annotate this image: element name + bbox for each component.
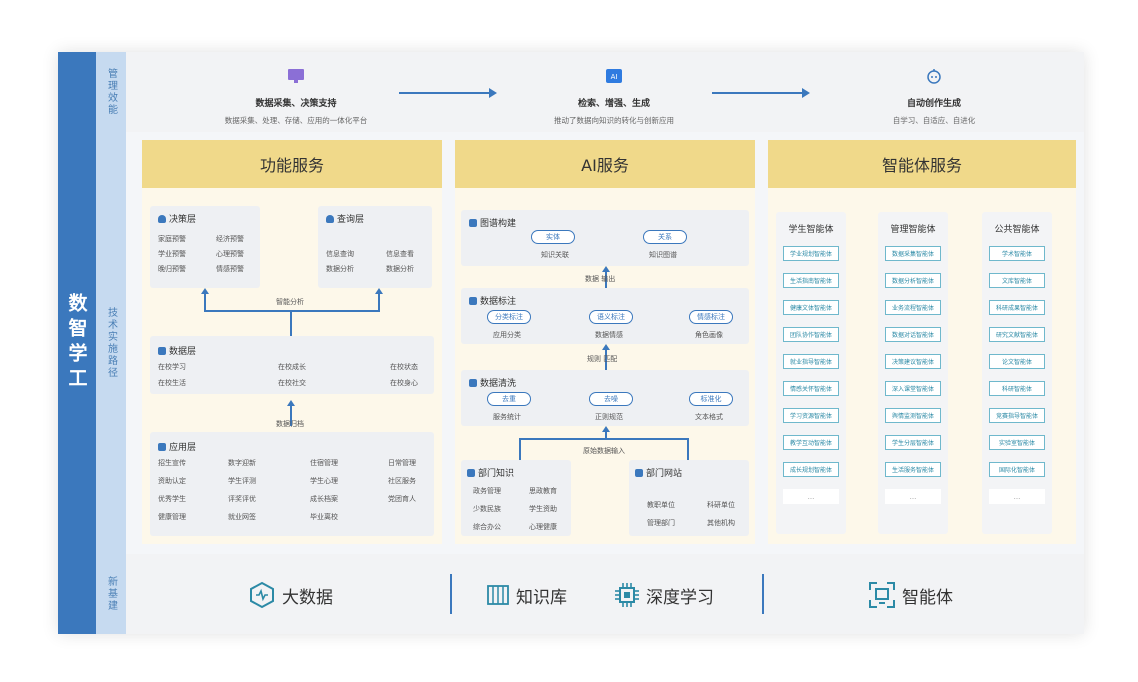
pulse-hexagon-icon [250, 581, 274, 609]
agent-item[interactable]: 竞赛指导智能体 [989, 408, 1045, 423]
agent-item[interactable]: 业务流程智能体 [885, 300, 941, 315]
grid-icon [635, 468, 643, 477]
agent-item[interactable]: 团队协作智能体 [783, 327, 839, 342]
agent-group-title: 管理智能体 [890, 225, 936, 235]
connector-ai-3 [602, 426, 610, 438]
connector-ai-horizontal [519, 438, 689, 440]
data-cleaning-box: 数据清洗 去重 去噪 标准化 服务统计 正则规范 文本格式 [461, 370, 749, 426]
left-title: 数智学工 [65, 293, 88, 393]
bottom-separator-2 [762, 574, 764, 614]
top-arrow-1 [399, 88, 497, 98]
diagram-canvas: 数智学工 管理效能 技术实施路径 新基建 数据采集、决策支持 数据采集、处理、存… [58, 52, 1084, 634]
bottom-row: 大数据 知识库 深度学习 智能体 [126, 554, 1084, 634]
agent-item[interactable]: 学习资源智能体 [783, 408, 839, 423]
agent-item[interactable]: 国际化智能体 [989, 462, 1045, 477]
agent-group-title: 公共智能体 [994, 225, 1040, 235]
agent-item[interactable]: 数据采集智能体 [885, 246, 941, 261]
decision-layer: 决策层 家庭预警 经济预警 学业预警 心理预警 晚归预警 情感预警 [150, 206, 260, 288]
ai-service-title: AI服务 [455, 140, 755, 188]
connector-ai-right-down [687, 438, 689, 460]
agent-item[interactable]: 学生分层智能体 [885, 435, 941, 450]
connector-ai-2 [602, 344, 610, 370]
step-auto-create: 自动创作生成 自学习、自适应、自进化 [804, 68, 1064, 126]
bottom-big-data: 大数据 [248, 581, 333, 609]
agent-item[interactable]: 科研成果智能体 [989, 300, 1045, 315]
func-service-column: 功能服务 决策层 家庭预警 经济预警 学业预警 心理预警 晚归预警 情感预警 查… [142, 140, 442, 544]
query-layer: 查询层 信息查询 信息查看 数据分析 数据分析 [318, 206, 432, 288]
connector-trunk [290, 310, 292, 336]
agent-item[interactable]: ... [989, 489, 1045, 504]
monitor-icon [288, 69, 304, 83]
agent-item[interactable]: 决策建议智能体 [885, 354, 941, 369]
grid-icon [158, 346, 166, 355]
robot-icon [927, 69, 941, 84]
row-label-middle: 技术实施路径 [96, 132, 126, 554]
dept-website-box: 部门网站 教职单位 科研单位 管理部门 其他机构 [629, 460, 749, 536]
step-data-collection: 数据采集、决策支持 数据采集、处理、存储、应用的一体化平台 [166, 68, 426, 126]
grid-icon [469, 378, 477, 387]
grid-icon [469, 296, 477, 305]
data-layer: 数据层 在校学习 在校成长 在校状态 在校生活 在校社交 在校身心 [150, 336, 434, 394]
chip-icon [615, 583, 639, 607]
grid-icon [158, 442, 166, 451]
agent-item[interactable]: 研究文献智能体 [989, 327, 1045, 342]
step-retrieval: AI 检索、增强、生成 推动了数据向知识的转化与创新应用 [484, 68, 744, 126]
agent-item[interactable]: 情感关怀智能体 [783, 381, 839, 396]
agent-service-title: 智能体服务 [768, 140, 1076, 188]
agent-item[interactable]: ... [783, 489, 839, 504]
connector-up-left [201, 288, 209, 310]
agent-group: 学生智能体学业规划智能体生活指南智能体健康文体智能体团队协作智能体就业指导智能体… [776, 212, 846, 534]
ai-icon: AI [606, 69, 622, 83]
bottom-knowledge-base: 知识库 [486, 582, 567, 608]
book-shelf-icon [487, 585, 509, 605]
agent-item[interactable]: 文库智能体 [989, 273, 1045, 288]
agent-item[interactable]: 数据对话智能体 [885, 327, 941, 342]
agent-group: 管理智能体数据采集智能体数据分析智能体业务流程智能体数据对话智能体决策建议智能体… [878, 212, 948, 534]
agent-item[interactable]: 深入课堂智能体 [885, 381, 941, 396]
grid-icon [467, 468, 475, 477]
agent-item[interactable]: 教学互动智能体 [783, 435, 839, 450]
agent-service-column: 智能体服务 学生智能体学业规划智能体生活指南智能体健康文体智能体团队协作智能体就… [768, 140, 1076, 544]
ai-service-column: AI服务 图谱构建 实体 关系 知识关联 知识图谱 数据 输出 数据标注 分类标… [455, 140, 755, 544]
data-annotation-box: 数据标注 分类标注 语义标注 情感标注 应用分类 数据情感 角色画像 [461, 288, 749, 344]
agent-item[interactable]: 论文智能体 [989, 354, 1045, 369]
grid-icon [469, 218, 477, 227]
agent-item[interactable]: 学业规划智能体 [783, 246, 839, 261]
bottom-agent: 智能体 [868, 582, 953, 608]
connector-up-right [375, 288, 383, 310]
top-row: 数据采集、决策支持 数据采集、处理、存储、应用的一体化平台 AI 检索、增强、生… [126, 52, 1084, 132]
agent-item[interactable]: ... [885, 489, 941, 504]
connector-ai-left-down [519, 438, 521, 460]
agent-group: 公共智能体学术智能体文库智能体科研成果智能体研究文献智能体论文智能体科研智能体竞… [982, 212, 1052, 534]
agent-item[interactable]: 生活服务智能体 [885, 462, 941, 477]
agent-scan-icon [869, 582, 895, 608]
agent-item[interactable]: 数据分析智能体 [885, 273, 941, 288]
left-title-bar: 数智学工 [58, 52, 96, 634]
bell-icon [158, 214, 166, 223]
agent-item[interactable]: 健康文体智能体 [783, 300, 839, 315]
top-arrow-2 [712, 88, 810, 98]
agent-item[interactable]: 科研智能体 [989, 381, 1045, 396]
graph-build-box: 图谱构建 实体 关系 知识关联 知识图谱 [461, 210, 749, 266]
agent-group-title: 学生智能体 [788, 225, 834, 235]
dept-knowledge-box: 部门知识 政务管理 思政教育 少数民族 学生资助 综合办公 心理健康 [461, 460, 571, 536]
bell-icon [326, 214, 334, 223]
connector-up-data [287, 400, 295, 426]
row-label-top: 管理效能 [96, 52, 126, 132]
connector-ai-1 [602, 266, 610, 288]
agent-item[interactable]: 舆情监测智能体 [885, 408, 941, 423]
agent-item[interactable]: 学术智能体 [989, 246, 1045, 261]
row-label-bottom: 新基建 [96, 554, 126, 634]
agent-item[interactable]: 就业指导智能体 [783, 354, 839, 369]
svg-text:AI: AI [611, 73, 618, 81]
bottom-separator-1 [450, 574, 452, 614]
func-service-title: 功能服务 [142, 140, 442, 188]
bottom-deep-learning: 深度学习 [614, 582, 714, 608]
agent-item[interactable]: 成长规划智能体 [783, 462, 839, 477]
agent-item[interactable]: 生活指南智能体 [783, 273, 839, 288]
agent-item[interactable]: 实验室智能体 [989, 435, 1045, 450]
app-layer: 应用层 招生宣传 数字迎新 住宿管理 日常管理 资助认定 学生评测 学生心理 社… [150, 432, 434, 536]
connector-horizontal [204, 310, 380, 312]
